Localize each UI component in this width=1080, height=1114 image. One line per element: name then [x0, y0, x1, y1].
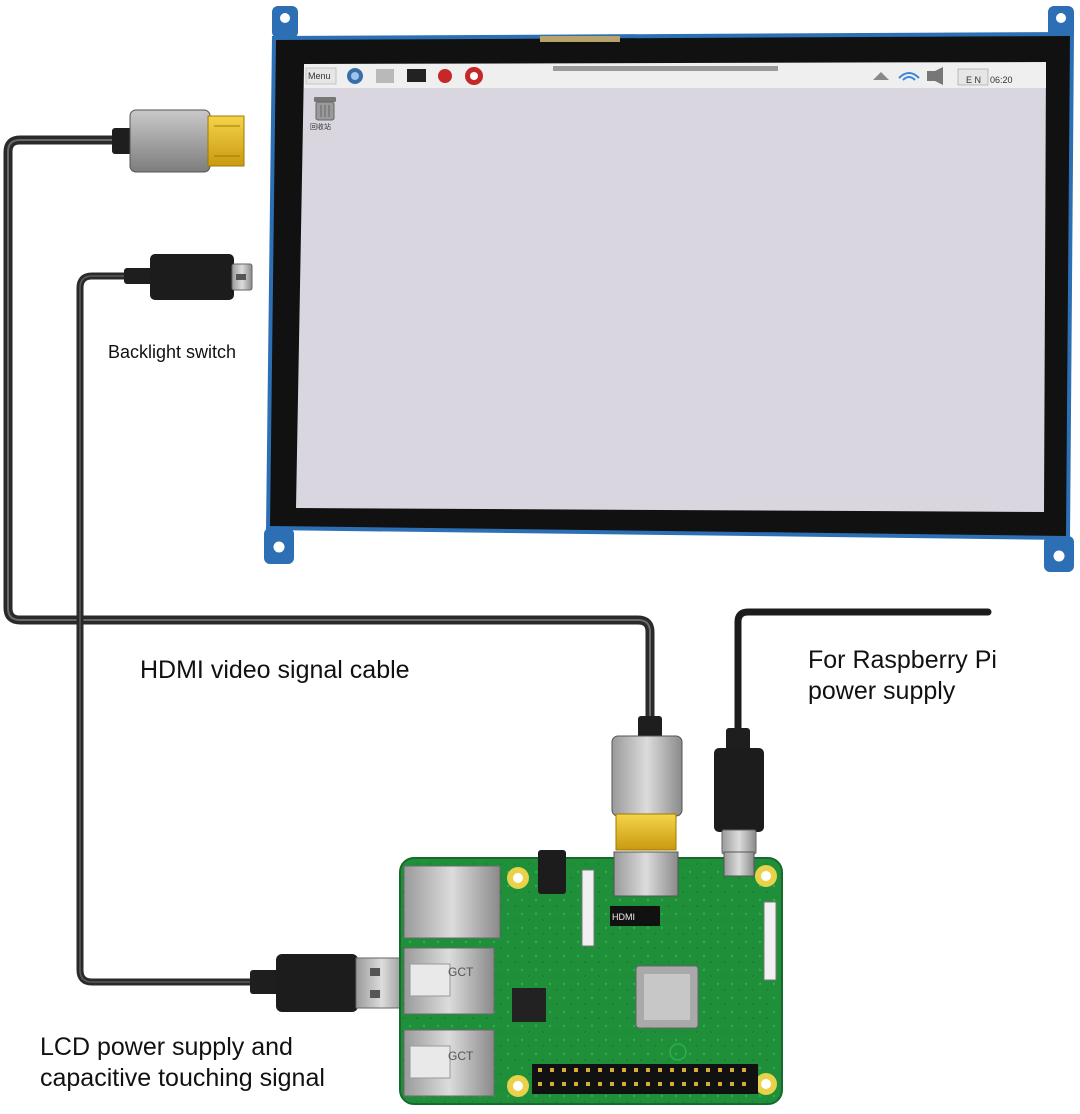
hdmi-connector-top: [112, 109, 245, 173]
file-manager-icon: [376, 69, 394, 83]
hdmi-chip-mark: HDMI: [612, 912, 635, 922]
csi-connector: [581, 869, 595, 947]
menu-button: Menu: [308, 71, 331, 81]
board-micro-usb-port: [723, 851, 755, 877]
usb-a-connector: [250, 954, 409, 1012]
hdmi-connector-bottom: [611, 716, 683, 851]
screen-area: [296, 64, 1046, 512]
board-hdmi-port: [613, 851, 679, 897]
micro-usb-connector: [124, 254, 253, 300]
terminal-icon: [407, 69, 426, 82]
taskbar: [304, 62, 1046, 88]
taskbar-clock: 06:20: [990, 75, 1013, 85]
usb-brand-mark: GCT: [448, 1049, 474, 1063]
raspberry-logo: [669, 1043, 687, 1061]
mounting-tab: [1044, 536, 1074, 572]
pi-power-connector: [714, 728, 764, 855]
trash-icon: [314, 97, 336, 121]
hdmi-cable-label: HDMI video signal cable: [140, 656, 410, 684]
usb-brand-mark: GCT: [448, 965, 474, 979]
ethernet-port: [403, 865, 501, 939]
mounting-tab: [264, 528, 294, 564]
cables: [3, 135, 992, 986]
audio-jack: [538, 850, 566, 894]
wifi-icon: [898, 72, 920, 79]
taskbar-icons: [305, 67, 989, 86]
trash-icon-label: 回收站: [310, 124, 331, 131]
math-icon: [438, 69, 452, 83]
pi-power-cable: [734, 608, 992, 736]
mounting-tab: [272, 6, 298, 38]
usb-controller-chip: [512, 988, 546, 1022]
lcd-display: [264, 6, 1074, 572]
volume-icon: [927, 71, 935, 81]
backlight-switch-label: Backlight switch: [108, 342, 237, 362]
eject-icon: [873, 72, 889, 80]
hdmi-chip: [610, 906, 660, 926]
gpio-header: [532, 1064, 758, 1094]
raspberry-pi-board: GCT GCT HDMI: [399, 850, 783, 1105]
keyboard-layout-indicator: E N: [966, 75, 982, 85]
dsi-connector: [763, 901, 777, 981]
mounting-tab: [1048, 6, 1074, 38]
usb-cable: [76, 272, 282, 986]
pi-power-label: For Raspberry Pi power supply: [808, 646, 997, 705]
lcd-power-label: LCD power supply and capacitive touching…: [40, 1033, 325, 1092]
